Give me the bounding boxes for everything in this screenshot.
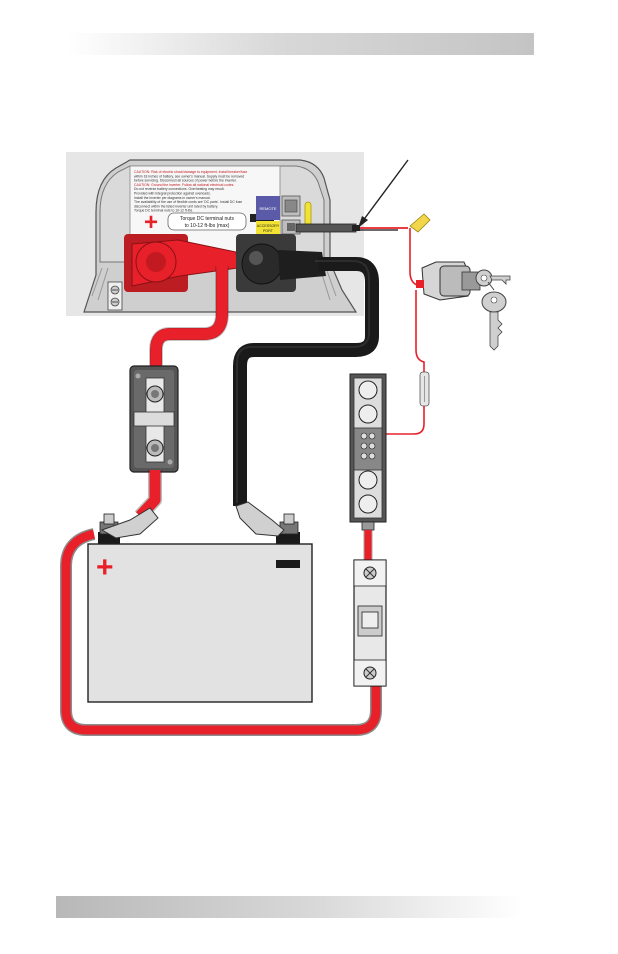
- warning-line: Do not reverse battery connections. Over…: [134, 187, 225, 191]
- warning-line: Install the inverter per diagrams in own…: [134, 196, 211, 200]
- remote-plug-icon: [304, 201, 312, 227]
- inverter-plus-sign: +: [144, 209, 158, 236]
- battery-plus-sign: +: [96, 551, 114, 584]
- key-switch: [416, 261, 511, 351]
- accessory-label-line2: PORT: [263, 229, 274, 233]
- main-fuse-block: [129, 365, 179, 473]
- remote-wiring: [295, 213, 431, 435]
- breaker-switch-icon: [361, 611, 379, 629]
- warning-line: The availability of the use of flexible …: [134, 200, 242, 204]
- torque-label-line2: to 10-12 ft-lbs (max): [185, 223, 230, 229]
- warning-line: CAUTION: Ground the inverter. Follow all…: [134, 183, 234, 187]
- accessory-label-line1: ACCESSORY: [257, 224, 280, 228]
- negative-terminal-cover-icon: [241, 243, 283, 285]
- warning-line: within 18 inches of battery, see owner's…: [134, 174, 244, 178]
- header-bar: [68, 33, 534, 55]
- bus-bar: [349, 373, 387, 531]
- inverter: CAUTION: Risk of electric shock/damage t…: [83, 159, 358, 313]
- wire-nut-icon: [409, 213, 431, 233]
- key-icon: [475, 269, 511, 291]
- warning-line: disconnect within the listed inverter un…: [134, 204, 218, 208]
- positive-lug-icon: [100, 507, 159, 539]
- torque-label-box: [167, 212, 247, 231]
- footer-bar: [56, 896, 522, 918]
- key-icon-2: [481, 291, 507, 351]
- circuit-breaker: [353, 559, 387, 687]
- warning-line: CAUTION: Risk of electric shock/damage t…: [134, 170, 247, 174]
- accessory-port-label: [256, 221, 280, 235]
- warning-line: before servicing. Disconnect all sources…: [134, 179, 237, 183]
- battery-body: [87, 543, 313, 703]
- warning-line: Provided with integral protection agains…: [134, 192, 211, 196]
- negative-lug-icon: [235, 501, 285, 537]
- battery: +: [60, 501, 382, 736]
- remote-cable: [295, 223, 357, 233]
- remote-port-label: [256, 196, 280, 220]
- battery-negative-post: [276, 532, 300, 546]
- torque-label-line1: Torque DC terminal nuts: [180, 216, 234, 222]
- callout-pointer: [361, 159, 409, 223]
- battery-minus-sign: [276, 560, 300, 568]
- battery-to-breaker-cable: [61, 529, 381, 735]
- warning-text-block: CAUTION: Risk of electric shock/damage t…: [134, 170, 247, 213]
- warning-line: Torque DC terminal nuts to 10-12 ft-lbs.: [134, 209, 193, 213]
- remote-label-text: REMOTE: [259, 206, 276, 211]
